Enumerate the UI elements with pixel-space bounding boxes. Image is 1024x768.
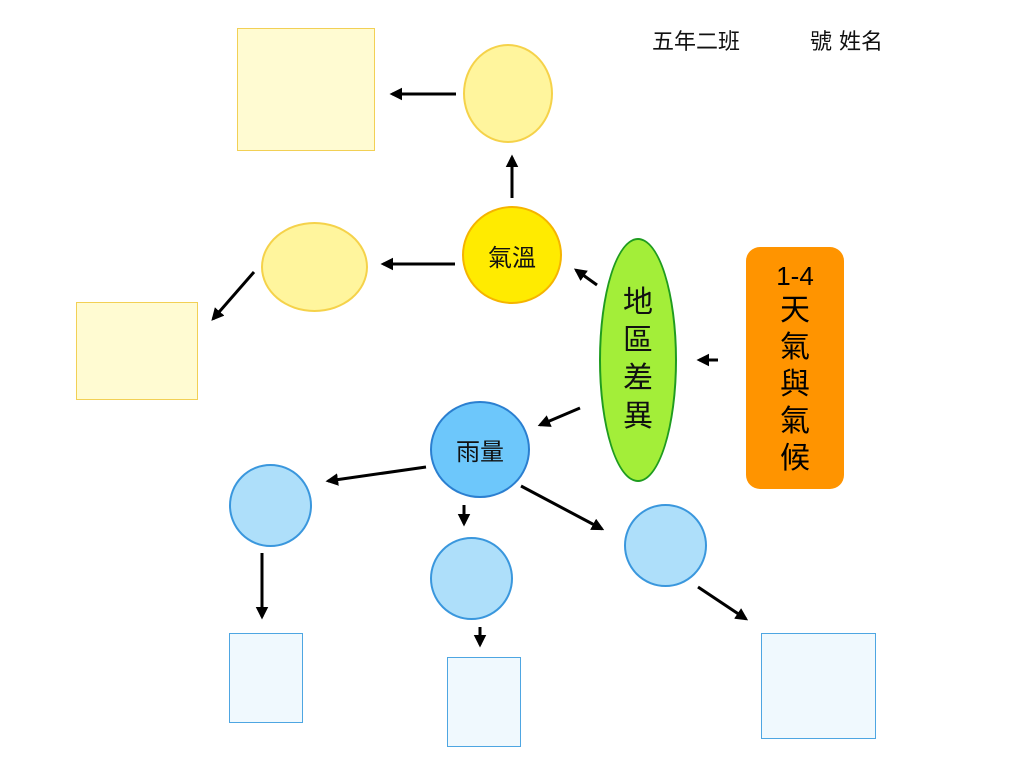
temperature-label: 氣溫 [488, 243, 536, 272]
region-difference-node: 地 區 差 異 [599, 238, 677, 482]
temperature-blank-circle-top[interactable] [463, 44, 553, 143]
rainfall-blank-circle-middle[interactable] [430, 537, 513, 620]
rainfall-node: 雨量 [430, 401, 530, 498]
lesson-title-box: 1-4 天 氣 與 氣 候 [746, 247, 844, 489]
arrow-blue-right-down [697, 585, 749, 621]
title-char: 候 [780, 440, 810, 476]
arrow-region-to-temperature [573, 268, 598, 287]
title-char: 與 [780, 366, 810, 402]
temperature-answer-box-left[interactable] [76, 302, 198, 400]
arrow-region-to-rainfall [537, 406, 581, 427]
arrow-rainfall-right [520, 484, 605, 531]
temperature-blank-circle-left[interactable] [261, 222, 368, 312]
rainfall-blank-circle-right[interactable] [624, 504, 707, 587]
title-char: 氣 [780, 403, 810, 439]
title-char: 氣 [780, 329, 810, 365]
title-char: 天 [780, 292, 810, 328]
arrow-rainfall-left [325, 465, 427, 486]
rainfall-answer-box-right[interactable] [761, 633, 876, 739]
temperature-answer-box-top[interactable] [237, 28, 375, 151]
class-label: 五年二班 [652, 30, 741, 55]
region-char: 差 [623, 361, 653, 396]
arrow-left-circle-down [211, 271, 256, 321]
rainfall-answer-box-left[interactable] [229, 633, 303, 723]
lesson-code: 1-4 [776, 260, 814, 291]
region-char: 異 [623, 399, 653, 434]
region-char: 區 [623, 323, 653, 358]
rainfall-blank-circle-left[interactable] [229, 464, 312, 547]
name-label: 號 姓名 [810, 30, 883, 55]
rainfall-answer-box-middle[interactable] [447, 657, 521, 747]
temperature-node: 氣溫 [462, 206, 562, 304]
rainfall-label: 雨量 [456, 438, 504, 466]
region-char: 地 [623, 285, 653, 320]
